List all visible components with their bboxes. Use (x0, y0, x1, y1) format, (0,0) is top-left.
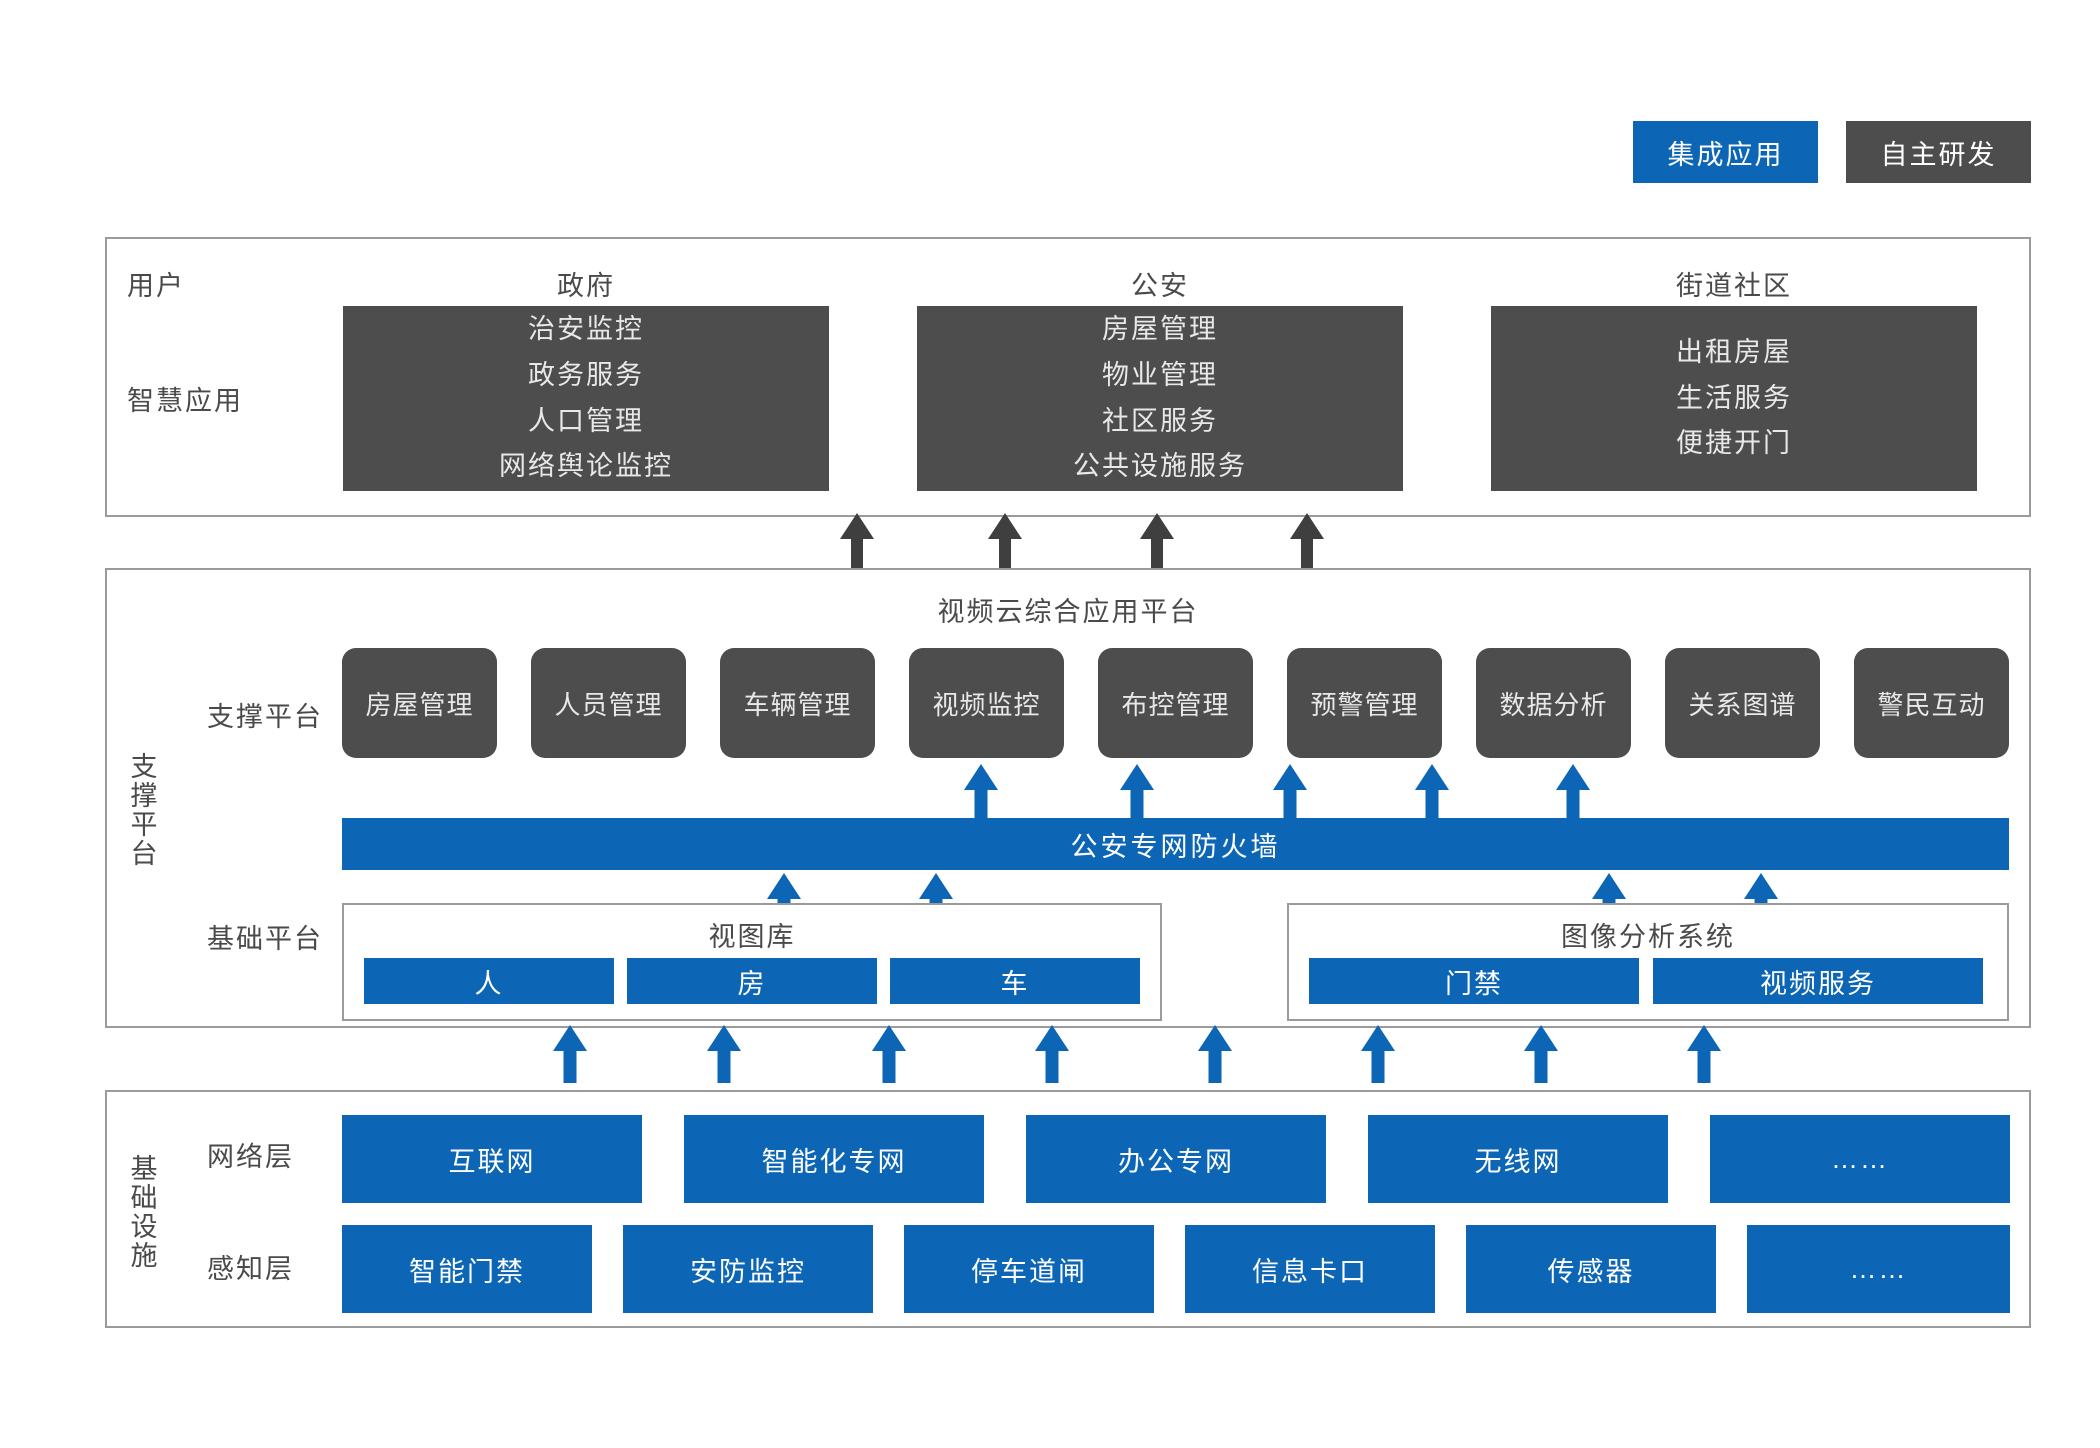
flow-arrow-up (1035, 1025, 1069, 1083)
flow-arrow-up (840, 513, 874, 569)
app-item: 生活服务 (1676, 382, 1792, 413)
base-item-person[interactable]: 人 (364, 958, 614, 1004)
flow-arrow-up (1140, 513, 1174, 569)
flow-arrow-up (872, 1025, 906, 1083)
network-item-more[interactable]: …… (1710, 1115, 2010, 1203)
row-label-base-platform: 基础平台 (207, 924, 323, 954)
support-card-deployment-control[interactable]: 布控管理 (1098, 648, 1253, 758)
app-item: 出租房屋 (1676, 336, 1792, 367)
firewall-bar[interactable]: 公安专网防火墙 (342, 818, 2009, 870)
application-section: 用户 智慧应用 政府 治安监控 政务服务 人口管理 网络舆论监控 公安 房屋管理… (105, 237, 2031, 517)
base-item-house[interactable]: 房 (627, 958, 877, 1004)
flow-arrow-up (553, 1025, 587, 1083)
app-item: 人口管理 (528, 405, 644, 436)
section-label-support-platform: 支撑平台 (126, 752, 157, 868)
network-item-smart-private-network[interactable]: 智能化专网 (684, 1115, 984, 1203)
flow-arrow-up (1198, 1025, 1232, 1083)
app-panel-police[interactable]: 房屋管理 物业管理 社区服务 公共设施服务 (917, 306, 1403, 491)
base-group-image-analysis: 图像分析系统 门禁 视频服务 (1287, 903, 2009, 1021)
legend-integrated-app[interactable]: 集成应用 (1633, 121, 1818, 183)
support-card-house-mgmt[interactable]: 房屋管理 (342, 648, 497, 758)
row-label-users: 用户 (127, 271, 185, 301)
network-item-office-private-network[interactable]: 办公专网 (1026, 1115, 1326, 1203)
perception-item-security-surveillance[interactable]: 安防监控 (623, 1225, 873, 1313)
base-group-title-view-library: 视图库 (708, 922, 796, 952)
flow-arrow-up (1415, 764, 1449, 820)
platform-section: 支撑平台 视频云综合应用平台 支撑平台 房屋管理 人员管理 车辆管理 视频监控 … (105, 568, 2031, 1028)
app-panel-government[interactable]: 治安监控 政务服务 人口管理 网络舆论监控 (343, 306, 829, 491)
app-panel-community[interactable]: 出租房屋 生活服务 便捷开门 (1491, 306, 1977, 491)
support-card-vehicle-mgmt[interactable]: 车辆管理 (720, 648, 875, 758)
app-column-head-government: 政府 (557, 271, 615, 301)
base-group-title-image-analysis: 图像分析系统 (1561, 922, 1735, 952)
network-item-wireless-network[interactable]: 无线网 (1368, 1115, 1668, 1203)
support-card-video-surveillance[interactable]: 视频监控 (909, 648, 1064, 758)
flow-arrow-up (964, 764, 998, 820)
app-item: 便捷开门 (1676, 428, 1792, 459)
infrastructure-section: 基础设施 网络层 互联网 智能化专网 办公专网 无线网 …… 感知层 智能门禁 … (105, 1090, 2031, 1328)
app-item: 公共设施服务 (1073, 451, 1247, 482)
legend-self-developed[interactable]: 自主研发 (1846, 121, 2031, 183)
support-card-personnel-mgmt[interactable]: 人员管理 (531, 648, 686, 758)
app-item: 政务服务 (528, 359, 644, 390)
perception-item-sensor[interactable]: 传感器 (1466, 1225, 1716, 1313)
perception-item-info-checkpoint[interactable]: 信息卡口 (1185, 1225, 1435, 1313)
flow-arrow-up (1556, 764, 1590, 820)
app-item: 社区服务 (1102, 405, 1218, 436)
app-item: 物业管理 (1102, 359, 1218, 390)
platform-title: 视频云综合应用平台 (937, 597, 1199, 627)
app-column-head-community: 街道社区 (1676, 271, 1792, 301)
section-label-infrastructure: 基础设施 (126, 1154, 157, 1270)
row-label-network-layer: 网络层 (207, 1142, 294, 1172)
flow-arrow-up (1524, 1025, 1558, 1083)
perception-item-more[interactable]: …… (1747, 1225, 2010, 1313)
row-label-smart-apps: 智慧应用 (127, 386, 243, 416)
flow-arrow-up (988, 513, 1022, 569)
app-item: 网络舆论监控 (499, 451, 673, 482)
flow-arrow-up (707, 1025, 741, 1083)
base-group-view-library: 视图库 人 房 车 (342, 903, 1162, 1021)
support-card-data-analysis[interactable]: 数据分析 (1476, 648, 1631, 758)
flow-arrow-up (1361, 1025, 1395, 1083)
support-card-early-warning[interactable]: 预警管理 (1287, 648, 1442, 758)
network-item-internet[interactable]: 互联网 (342, 1115, 642, 1203)
perception-item-parking-barrier[interactable]: 停车道闸 (904, 1225, 1154, 1313)
app-item: 房屋管理 (1102, 314, 1218, 344)
base-item-vehicle[interactable]: 车 (890, 958, 1140, 1004)
app-column-head-police: 公安 (1131, 271, 1189, 301)
perception-item-smart-access-control[interactable]: 智能门禁 (342, 1225, 592, 1313)
flow-arrow-up (1687, 1025, 1721, 1083)
support-card-police-public-interaction[interactable]: 警民互动 (1854, 648, 2009, 758)
support-card-relationship-graph[interactable]: 关系图谱 (1665, 648, 1820, 758)
flow-arrow-up (1290, 513, 1324, 569)
base-item-video-service[interactable]: 视频服务 (1653, 958, 1983, 1004)
flow-arrow-up (1120, 764, 1154, 820)
flow-arrow-up (1273, 764, 1307, 820)
row-label-support-platform: 支撑平台 (207, 702, 323, 732)
base-item-access-control[interactable]: 门禁 (1309, 958, 1639, 1004)
app-item: 治安监控 (528, 314, 644, 344)
row-label-perception-layer: 感知层 (207, 1254, 294, 1284)
